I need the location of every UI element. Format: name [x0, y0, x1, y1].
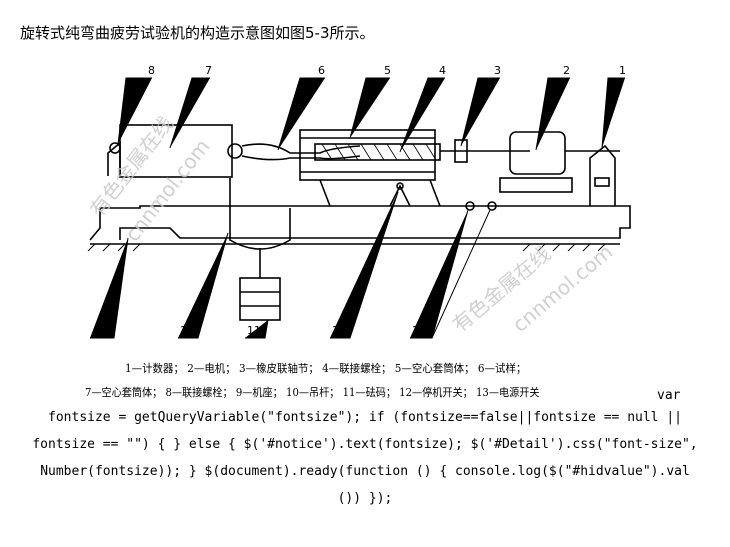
- legend-line-2: 7—空心套筒体； 8—联接螺栓； 9—机座； 10—吊杆； 11—砝码； 12—…: [85, 386, 540, 399]
- callout-10: 10: [180, 324, 194, 337]
- code-line-1-tail: var: [657, 388, 681, 403]
- specimen: [241, 143, 361, 161]
- code-line-2: fontsize = getQueryVariable("fontsize");…: [48, 410, 682, 425]
- heading: 旋转式纯弯曲疲劳试验机的构造示意图如图5-3所示。: [20, 24, 375, 42]
- callout-5: 5: [384, 64, 391, 77]
- callout-2: 2: [563, 64, 570, 77]
- machine-diagram: 8 7 6 5 4 3 2 1 9 10 11 12 13 有色金属在线 cnn…: [85, 64, 631, 339]
- weights: [239, 277, 281, 321]
- callout-6: 6: [318, 64, 325, 77]
- power-switch: [487, 201, 497, 211]
- machine-base: [89, 205, 631, 241]
- callout-1: 1: [619, 64, 626, 77]
- code-line-4: Number(fontsize)); } $(document).ready(f…: [40, 464, 690, 479]
- callout-8: 8: [148, 64, 155, 77]
- legend-line-1: 1—计数器； 2—电机； 3—橡皮联轴节； 4—联接螺栓； 5—空心套筒体； 6…: [125, 362, 527, 375]
- motor: [509, 131, 566, 175]
- callout-4: 4: [439, 64, 446, 77]
- callout-3: 3: [494, 64, 501, 77]
- power-switch: [465, 201, 475, 211]
- connecting-bolt: [314, 143, 441, 161]
- callout-13: 13: [412, 324, 426, 337]
- callout-7: 7: [205, 64, 212, 77]
- counter: [589, 144, 616, 206]
- code-line-3: fontsize == "") { } else { $('#notice').…: [32, 437, 698, 452]
- callout-11: 11: [247, 324, 261, 337]
- callout-9: 9: [94, 324, 101, 337]
- callout-12: 12: [332, 324, 346, 337]
- code-line-5: ()) });: [337, 491, 393, 506]
- right-sleeve: [299, 129, 436, 181]
